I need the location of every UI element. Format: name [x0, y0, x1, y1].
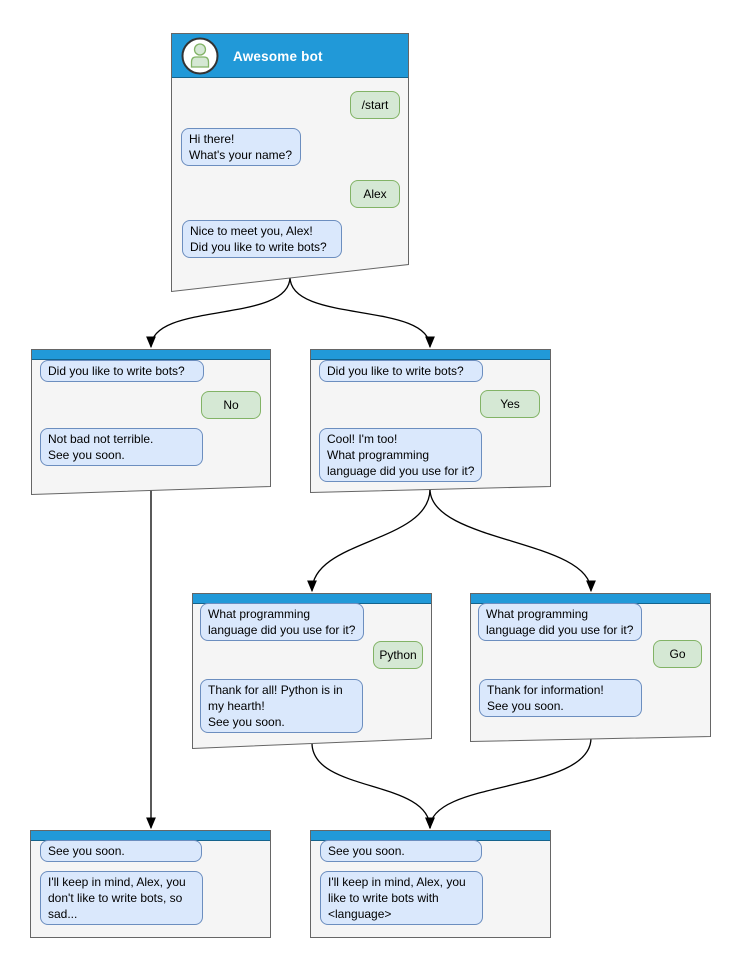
bot-avatar — [181, 37, 219, 75]
user-message-bubble: No — [201, 391, 261, 419]
chat-window-no-branch: Did you like to write bots? No Not bad n… — [31, 349, 271, 495]
connector-arrow-go-to-end — [425, 737, 592, 830]
bot-title: Awesome bot — [233, 48, 323, 64]
bot-message-bubble: Nice to meet you, Alex! Did you like to … — [182, 220, 342, 258]
chat-window-go-branch: What programming language did you use fo… — [470, 593, 711, 742]
connector-arrow-yes-to-go — [429, 488, 596, 593]
chat-window-main: Awesome bot /start Hi there! What's your… — [171, 33, 409, 292]
bot-message-bubble: What programming language did you use fo… — [200, 603, 364, 641]
bot-message-bubble: Hi there! What's your name? — [181, 128, 301, 166]
bot-message-bubble: Did you like to write bots? — [40, 360, 204, 382]
bot-message-bubble: Cool! I'm too! What programming language… — [319, 428, 482, 482]
user-message-bubble: Go — [653, 640, 702, 668]
window-titlebar — [311, 350, 550, 360]
bot-message-bubble: I'll keep in mind, Alex, you like to wri… — [320, 871, 483, 925]
bot-message-bubble: Thank for information! See you soon. — [479, 679, 642, 717]
user-message-bubble: Alex — [350, 180, 400, 208]
chat-window-yes-branch: Did you like to write bots? Yes Cool! I'… — [310, 349, 551, 493]
bot-message-bubble: See you soon. — [40, 840, 202, 862]
chat-window-python-branch: What programming language did you use fo… — [192, 593, 432, 749]
bot-message-bubble: Thank for all! Python is in my hearth! S… — [200, 679, 363, 733]
bot-message-bubble: I'll keep in mind, Alex, you don't like … — [40, 871, 203, 925]
user-message-bubble: Python — [373, 641, 423, 669]
bot-message-bubble: Not bad not terrible. See you soon. — [40, 428, 203, 466]
person-icon-body — [190, 56, 210, 68]
chat-window-end-yes: See you soon. I'll keep in mind, Alex, y… — [310, 830, 551, 938]
connector-arrow-yes-to-python — [307, 488, 431, 593]
user-message-bubble: Yes — [480, 390, 540, 418]
connector-arrow-python-to-end — [311, 742, 435, 830]
window-titlebar — [32, 350, 270, 360]
bot-message-bubble: What programming language did you use fo… — [478, 603, 642, 641]
person-icon — [193, 43, 207, 56]
window-titlebar: Awesome bot — [172, 34, 408, 78]
user-message-bubble: /start — [350, 91, 400, 119]
bot-message-bubble: See you soon. — [320, 840, 482, 862]
bot-message-bubble: Did you like to write bots? — [319, 360, 483, 382]
chat-window-end-no: See you soon. I'll keep in mind, Alex, y… — [30, 830, 271, 938]
